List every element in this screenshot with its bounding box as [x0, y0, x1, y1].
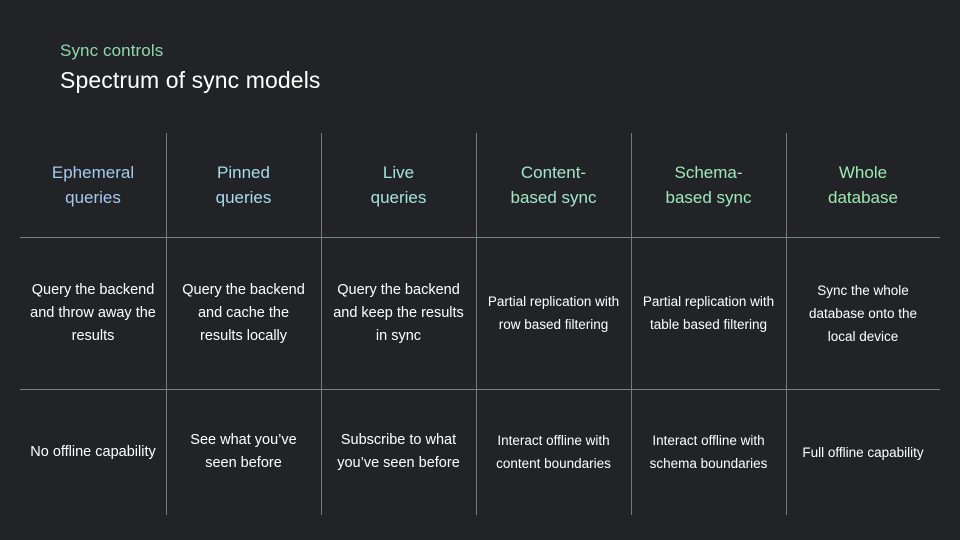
offline-text: Interact offline with schema boundaries	[649, 433, 768, 471]
column-header-line-2: database	[828, 188, 898, 207]
table-cell: Query the backend and throw away the res…	[20, 237, 166, 389]
column-header-text: Pinned queries	[216, 160, 272, 210]
offline-text: Full offline capability	[802, 444, 924, 460]
table-cell: Interact offline with content boundaries	[476, 389, 631, 515]
table-cell: See what you’ve seen before	[166, 389, 321, 515]
table-description-row: Query the backend and throw away the res…	[20, 237, 940, 390]
column-header-whole-database: Whole database	[786, 133, 940, 238]
table-rule-top	[20, 237, 940, 238]
description-text: Sync the whole database onto the local d…	[808, 282, 918, 344]
column-header-schema-based-sync: Schema- based sync	[631, 133, 786, 238]
page-title: Spectrum of sync models	[60, 67, 321, 93]
column-header-line-2: queries	[215, 188, 272, 207]
table-cell: No offline capability	[20, 389, 166, 515]
column-header-pinned-queries: Pinned queries	[166, 133, 321, 238]
column-header-content-based-sync: Content- based sync	[476, 133, 631, 238]
column-header-line-1: Whole	[838, 163, 888, 182]
description-text: Partial replication with row based filte…	[487, 294, 620, 332]
column-header-line-1: Content-	[520, 163, 587, 182]
description-text: Query the backend and throw away the res…	[30, 281, 156, 344]
column-header-line-2: queries	[370, 188, 427, 207]
description-text: Partial replication with table based fil…	[642, 294, 775, 332]
table-cell: Partial replication with row based filte…	[476, 237, 631, 390]
column-header-text: Ephemeral queries	[52, 160, 134, 210]
column-header-live-queries: Live queries	[321, 133, 476, 238]
description-text: Query the backend and cache the results …	[182, 281, 305, 344]
table-cell: Full offline capability	[786, 389, 940, 515]
table-cell: Partial replication with table based fil…	[631, 237, 786, 390]
table-cell: Query the backend and keep the results i…	[321, 237, 476, 390]
offline-text: See what you’ve seen before	[190, 432, 297, 471]
offline-text: Subscribe to what you’ve seen before	[337, 432, 460, 471]
column-header-line-1: Ephemeral	[51, 163, 135, 182]
table-rule-middle	[20, 389, 940, 390]
slide-header: Sync controls Spectrum of sync models	[60, 40, 321, 95]
slide-eyebrow: Sync controls	[60, 41, 164, 60]
table-header-row: Ephemeral queries Pinned queries Live qu…	[20, 133, 940, 238]
column-header-line-1: Schema-	[674, 163, 743, 182]
table-cell: Query the backend and cache the results …	[166, 237, 321, 390]
table-offline-row: No offline capability See what you’ve se…	[20, 389, 940, 515]
column-header-line-2: based sync	[665, 188, 752, 207]
table-cell: Interact offline with schema boundaries	[631, 389, 786, 515]
column-header-text: Whole database	[828, 160, 898, 210]
column-header-line-2: based sync	[510, 188, 597, 207]
column-header-text: Content- based sync	[511, 160, 597, 210]
column-header-text: Live queries	[371, 160, 427, 210]
column-header-line-2: queries	[65, 188, 121, 207]
column-header-line-1: Live	[382, 163, 415, 182]
table-cell: Subscribe to what you’ve seen before	[321, 389, 476, 515]
column-header-text: Schema- based sync	[666, 160, 752, 210]
column-header-line-1: Pinned	[217, 163, 270, 182]
column-header-ephemeral-queries: Ephemeral queries	[20, 133, 166, 237]
offline-text: Interact offline with content boundaries	[496, 433, 611, 471]
sync-models-table: Ephemeral queries Pinned queries Live qu…	[20, 133, 940, 515]
description-text: Query the backend and keep the results i…	[333, 281, 464, 344]
offline-text: No offline capability	[30, 443, 156, 460]
table-cell: Sync the whole database onto the local d…	[786, 237, 940, 390]
